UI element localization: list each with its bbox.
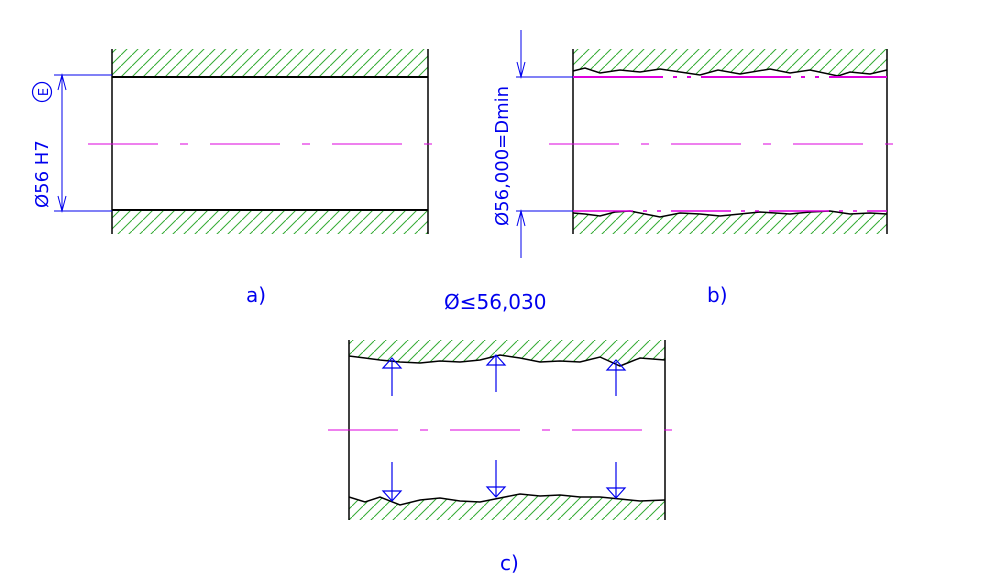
hatch-bottom-b [573, 211, 887, 234]
rough-surface-bottom-b [572, 210, 888, 218]
measurement-arrow-up-2 [485, 354, 507, 392]
rough-surface-top-c [348, 354, 666, 367]
measurement-arrow-up-3 [605, 359, 627, 396]
hatch-top-b [573, 49, 887, 76]
caption-a: a) [246, 283, 266, 307]
figure-b: Ø56,000=Dmin b) [492, 30, 905, 307]
hatch-bottom-a [112, 211, 428, 234]
measurement-arrow-down-2 [485, 460, 507, 498]
dimension-text-c: Ø≤56,030 [444, 290, 546, 314]
dimension-text-b: Ø56,000=Dmin [492, 86, 513, 226]
arrowhead-up-a [57, 73, 67, 91]
envelope-circle-a [31, 81, 53, 103]
figure-c: Ø≤56,030 [328, 290, 683, 575]
caption-b: b) [707, 283, 728, 307]
envelope-symbol-a: E [37, 88, 52, 96]
measurement-arrow-up-1 [381, 357, 403, 396]
measurement-arrow-down-3 [605, 462, 627, 499]
dimension-text-a: Ø56 H7 [32, 140, 53, 208]
caption-c: c) [500, 551, 519, 575]
hatch-top-a [112, 49, 428, 76]
rough-surface-top-b [572, 67, 888, 77]
hatch-bottom-c [349, 494, 665, 520]
arrowhead-up-b [516, 209, 526, 227]
measurement-arrow-down-1 [381, 462, 403, 502]
figure-a: Ø56 H7 E a) [31, 49, 445, 307]
arrowhead-down-a [57, 195, 67, 213]
hatch-top-c [349, 340, 665, 366]
rough-surface-bottom-c [348, 493, 666, 506]
arrowhead-down-b [516, 61, 526, 79]
